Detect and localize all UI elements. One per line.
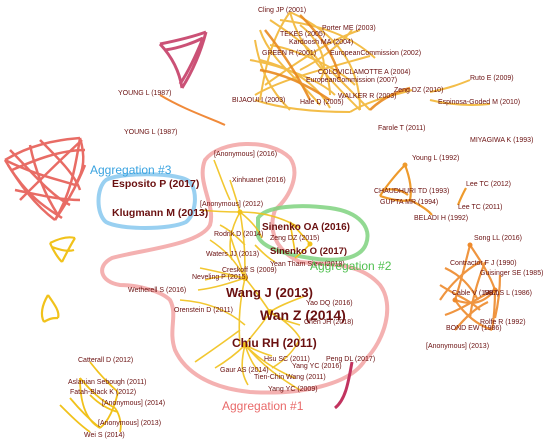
cable-cluster-edges <box>439 244 502 332</box>
node-label-colovic: COLOVICLAMOTTE A (2004) <box>318 69 411 76</box>
node-label-wetherell: Wetherell S (2016) <box>128 287 186 294</box>
node-label-songll: Song LL (2016) <box>474 235 522 242</box>
node-label-orenstein: Orenstein D (2011) <box>174 307 233 314</box>
yellow-small-cluster-1 <box>48 236 76 263</box>
node-label-sinenko2017: Sinenko O (2017) <box>270 246 347 257</box>
leetc-edge <box>456 187 467 206</box>
aggregation-2-outline <box>256 204 370 262</box>
node-label-yeantham: Yean Tham Siew (2018) <box>270 261 345 268</box>
chaudhuri-edges <box>379 164 433 216</box>
node-label-anon2013b: [Anonymous] (2013) <box>98 420 161 427</box>
node-label-farole: Farole T (2011) <box>378 125 425 132</box>
yellow-small-cluster-2 <box>40 294 60 323</box>
node-label-neveling: Neveling P (2015) <box>192 274 248 281</box>
node-label-chaudhuri: CHAUDHURI TD (1993) <box>374 188 449 195</box>
node-label-kardoosh: Kardoosh MA (2004) <box>289 39 353 46</box>
node-label-anon2013r: [Anonymous] (2013) <box>426 343 489 350</box>
peng-edge <box>333 361 354 410</box>
node-label-rolfe: Rolfe R (1992) <box>480 319 526 326</box>
node-label-leetc2011: Lee TC (2011) <box>458 204 503 211</box>
node-label-creskoff: Creskoff S (2009) <box>222 267 277 274</box>
cluster-top-right-edges-dark <box>259 14 411 111</box>
node-label-tienchin: Tien-Chin Wang (2011) <box>254 374 326 381</box>
node-label-tekes: TEKES (2005) <box>280 31 325 38</box>
aggregation-label-agg2: Aggregation #2 <box>310 259 392 273</box>
node-label-xinhua: Xinhuanet (2016) <box>232 177 286 184</box>
cluster-top-right-edges <box>249 11 491 113</box>
node-label-zengdz2010: Zeng DZ (2010) <box>394 87 443 94</box>
node-label-bondew: BOND EW (1986) <box>446 325 502 332</box>
node-label-zengdz2015: Zeng DZ (2015) <box>270 235 319 242</box>
node-label-youngb: YOUNG L (1987) <box>124 129 177 136</box>
node-label-anon2016: [Anonymous] (2016) <box>214 151 277 158</box>
node-label-espinosa: Espinosa-Goded M (2010) <box>438 99 520 106</box>
node-label-gupta: GUPTA MR (1994) <box>380 199 438 206</box>
node-label-yaodq: Yao DQ (2016) <box>306 300 353 307</box>
node-label-cablev: Cable V (1987) <box>452 290 499 297</box>
node-label-fatah: Fatah-Black K (2012) <box>70 389 136 396</box>
node-label-chiurh: Chiu RH (2011) <box>232 336 317 350</box>
node-label-watersjj: Waters JJ (2013) <box>206 251 259 258</box>
node-label-cling: Cling JP (2001) <box>258 7 306 14</box>
node-label-beladi: BELADI H (1992) <box>414 215 468 222</box>
node-label-walker: WALKER R (2003) <box>338 93 396 100</box>
aggregation-3-outline <box>96 172 197 230</box>
node-label-anon2014: [Anonymous] (2014) <box>102 400 165 407</box>
node-label-sinenko2016: Sinenko OA (2016) <box>262 222 350 233</box>
node-label-chenjh: Chen JH (2018) <box>304 319 353 326</box>
red-cluster-edges <box>3 136 87 221</box>
node-label-esposito: Esposito P (2017) <box>112 178 199 190</box>
node-label-porter: Porter ME (2003) <box>322 25 376 32</box>
node-label-hsusc: Hsu SC (2011) <box>264 356 310 363</box>
node-label-yangyc2016: Yang YC (2016) <box>292 363 342 370</box>
node-label-bijaoui: BIJAOUI I (2003) <box>232 97 285 104</box>
node-label-ec2007: EuropeanCommission (2007) <box>306 77 397 84</box>
node-label-pengdl: Peng DL (2017) <box>326 356 375 363</box>
node-label-catterall: Catterall D (2012) <box>78 357 133 364</box>
node-label-klugmann: Klugmann M (2013) <box>112 207 208 219</box>
aggregation-labels: Aggregation #1 Aggregation #2 Aggregation … <box>90 163 392 413</box>
node-label-yangyc2009: Yang YC (2009) <box>268 386 318 393</box>
node-labels: Cling JP (2001) Porter ME (2003)TEKES (20… <box>68 7 543 439</box>
node-label-gaur: Gaur AS (2014) <box>220 367 269 374</box>
central-network-edges <box>179 159 306 391</box>
node-label-mills: MILLS L (1986) <box>484 290 532 297</box>
node-label-anon2012: [Anonymous] (2012) <box>200 201 263 208</box>
node-label-rutoe: Ruto E (2009) <box>470 75 514 82</box>
node-label-wangj: Wang J (2013) <box>226 285 313 300</box>
bottom-left-edges <box>59 361 122 433</box>
node-label-leetc2012: Lee TC (2012) <box>466 181 511 188</box>
node-label-ec2002: EuropeanCommission (2002) <box>330 50 421 57</box>
aggregation-label-agg1: Aggregation #1 <box>222 399 304 413</box>
node-label-weis: Wei S (2014) <box>84 432 125 439</box>
node-label-youngl1992: Young L (1992) <box>412 155 459 162</box>
node-label-younga: YOUNG L (1987) <box>118 90 171 97</box>
node-label-wanz: Wan Z (2014) <box>260 307 346 323</box>
aggregation-label-agg3: Aggregation #3 <box>90 163 172 177</box>
node-label-aslanian: Aslanian Sebough (2011) <box>68 379 146 386</box>
node-label-contractor: Contractor F J (1990) <box>450 260 517 267</box>
node-label-guisinger: Guisinger SE (1985) <box>480 270 543 277</box>
node-label-haled: Hale D (2005) <box>300 99 344 106</box>
node-dots <box>237 162 498 348</box>
node-label-miyagiwa: MIYAGIWA K (1993) <box>470 137 533 144</box>
young-edge <box>159 94 226 126</box>
magenta-cluster-edges <box>158 30 208 89</box>
node-label-green: GREEN R (2001) <box>262 50 316 57</box>
node-label-rodrik: Rodrik D (2014) <box>214 231 263 238</box>
